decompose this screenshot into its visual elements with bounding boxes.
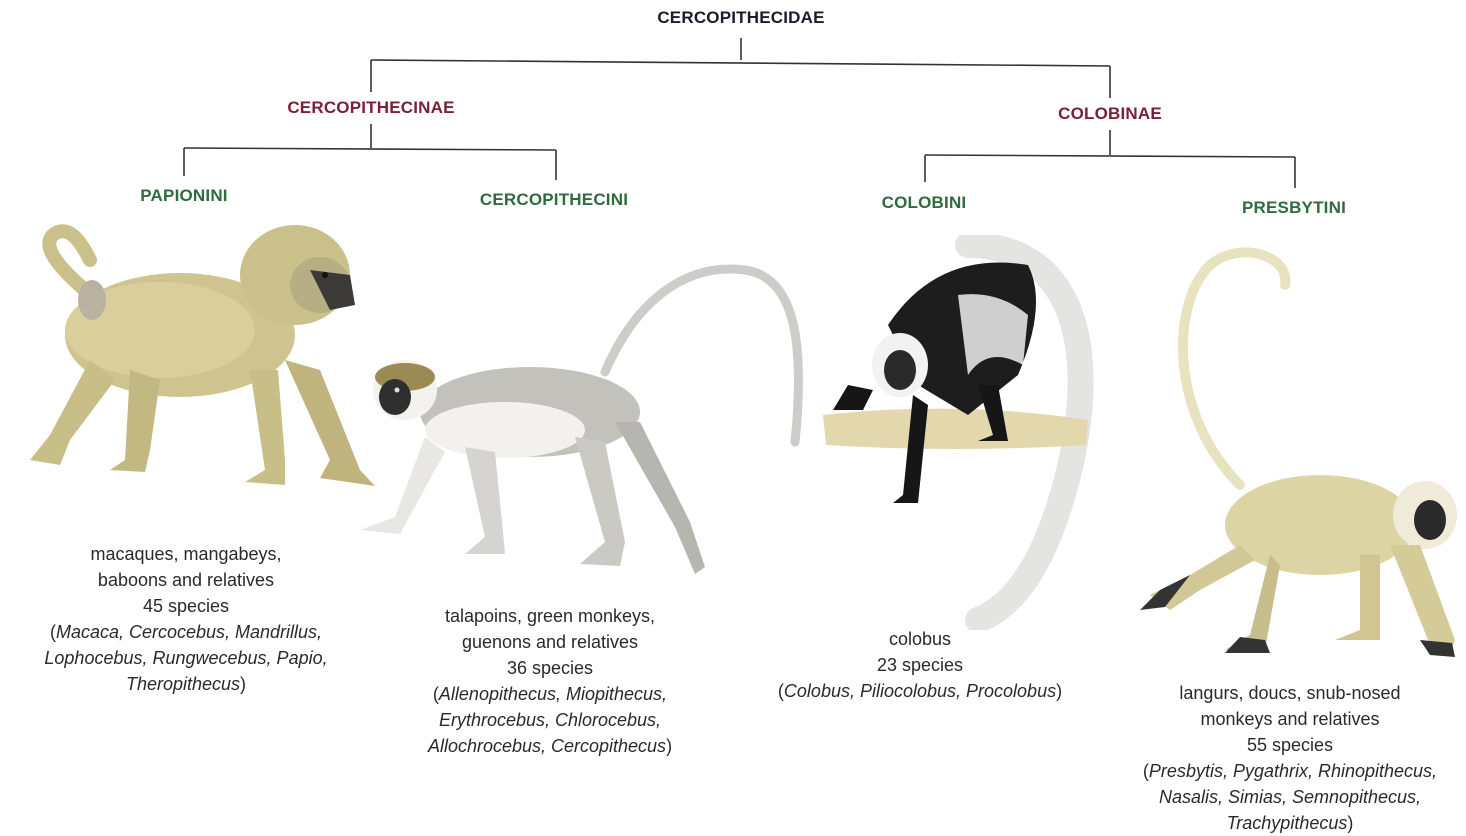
tribe-presbytini-label: PRESBYTINI xyxy=(1242,198,1346,218)
papionini-description: macaques, mangabeys, baboons and relativ… xyxy=(44,541,327,697)
presbytini-genera-line-1: (Presbytis, Pygathrix, Rhinopithecus, xyxy=(1143,758,1437,784)
papionini-genera-line-1: (Macaca, Cercocebus, Mandrillus, xyxy=(44,619,327,645)
cercopithecini-genera-line-1: (Allenopithecus, Miopithecus, xyxy=(428,681,672,707)
presbytini-common-line-1: langurs, doucs, snub-nosed xyxy=(1143,680,1437,706)
presbytini-genera-line-2: Nasalis, Simias, Semnopithecus, xyxy=(1143,784,1437,810)
colobini-genera-line-1: (Colobus, Piliocolobus, Procolobus) xyxy=(778,678,1062,704)
papionini-common-line-1: macaques, mangabeys, xyxy=(44,541,327,567)
presbytini-common-line-2: monkeys and relatives xyxy=(1143,706,1437,732)
tribe-colobini-label: COLOBINI xyxy=(882,193,967,213)
presbytini-species-count: 55 species xyxy=(1143,732,1437,758)
subfamily-cercopithecinae-label: CERCOPITHECINAE xyxy=(287,98,454,118)
cercopithecini-species-count: 36 species xyxy=(428,655,672,681)
cercopithecini-common-line-2: guenons and relatives xyxy=(428,629,672,655)
root-crossbar xyxy=(371,60,1110,66)
colobus-illustration xyxy=(818,235,1103,630)
papionini-common-line-2: baboons and relatives xyxy=(44,567,327,593)
colobini-species-count: 23 species xyxy=(778,652,1062,678)
vervet-illustration xyxy=(355,262,815,582)
colobini-description: colobus 23 species (Colobus, Piliocolobu… xyxy=(778,626,1062,704)
colobinae-crossbar xyxy=(925,155,1295,157)
cercopithecinae-crossbar xyxy=(184,148,556,150)
tribe-papionini-label: PAPIONINI xyxy=(140,186,227,206)
cercopithecini-description: talapoins, green monkeys, guenons and re… xyxy=(428,603,672,759)
papionini-species-count: 45 species xyxy=(44,593,327,619)
presbytini-description: langurs, doucs, snub-nosed monkeys and r… xyxy=(1143,680,1437,836)
cercopithecini-genera-line-2: Erythrocebus, Chlorocebus, xyxy=(428,707,672,733)
cercopithecini-common-line-1: talapoins, green monkeys, xyxy=(428,603,672,629)
family-label: CERCOPITHECIDAE xyxy=(657,8,824,28)
papionini-genera-line-3: Theropithecus) xyxy=(44,671,327,697)
subfamily-colobinae-label: COLOBINAE xyxy=(1058,104,1162,124)
papionini-genera-line-2: Lophocebus, Rungwecebus, Papio, xyxy=(44,645,327,671)
colobini-common-line-1: colobus xyxy=(778,626,1062,652)
tribe-cercopithecini-label: CERCOPITHECINI xyxy=(480,190,628,210)
baboon-illustration xyxy=(10,220,390,495)
cercopithecini-genera-line-3: Allochrocebus, Cercopithecus) xyxy=(428,733,672,759)
langur-illustration xyxy=(1130,245,1460,665)
presbytini-genera-line-3: Trachypithecus) xyxy=(1143,810,1437,836)
